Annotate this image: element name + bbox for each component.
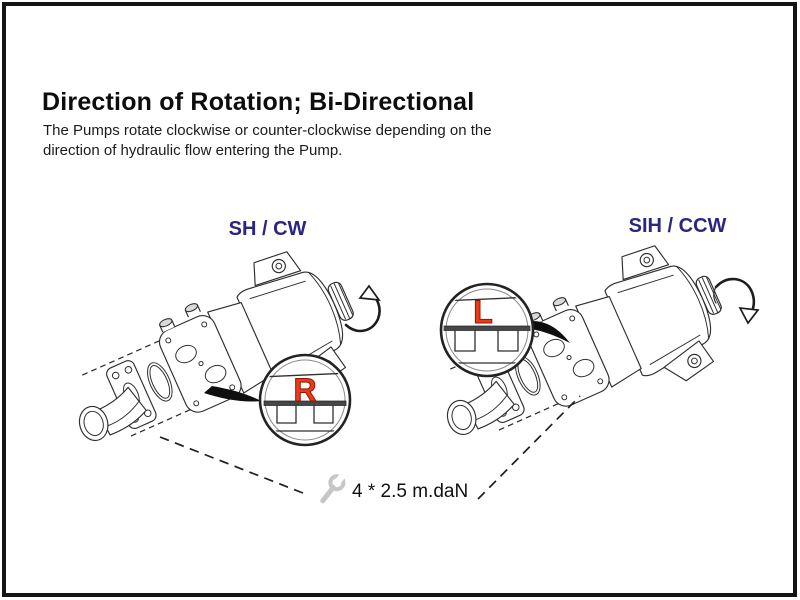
detail-callout-right: L <box>439 282 535 378</box>
dashed-leader-right <box>477 395 581 500</box>
page-title: Direction of Rotation; Bi-Directional <box>42 88 475 116</box>
clockwise-arrow-icon <box>344 284 381 333</box>
figure-label-left: SH / CW <box>228 218 307 240</box>
counter-clockwise-arrow-icon <box>713 277 760 325</box>
detail-letter-left: R <box>293 372 316 408</box>
subtitle-line-1: The Pumps rotate clockwise or counter-cl… <box>43 122 492 139</box>
wrench-icon <box>320 471 347 504</box>
page-subtitle: The Pumps rotate clockwise or counter-cl… <box>43 121 492 160</box>
figure-label-right: SIH / CCW <box>628 215 727 237</box>
callout-connector-right <box>530 321 570 343</box>
detail-letter-right: L <box>473 294 493 330</box>
detail-callout-left: R <box>258 353 352 447</box>
subtitle-line-2: direction of hydraulic flow entering the… <box>43 141 343 159</box>
torque-note: 4 * 2.5 m.daN <box>352 481 469 502</box>
callout-connector-left <box>204 386 261 402</box>
dashed-leader-left <box>159 436 309 496</box>
